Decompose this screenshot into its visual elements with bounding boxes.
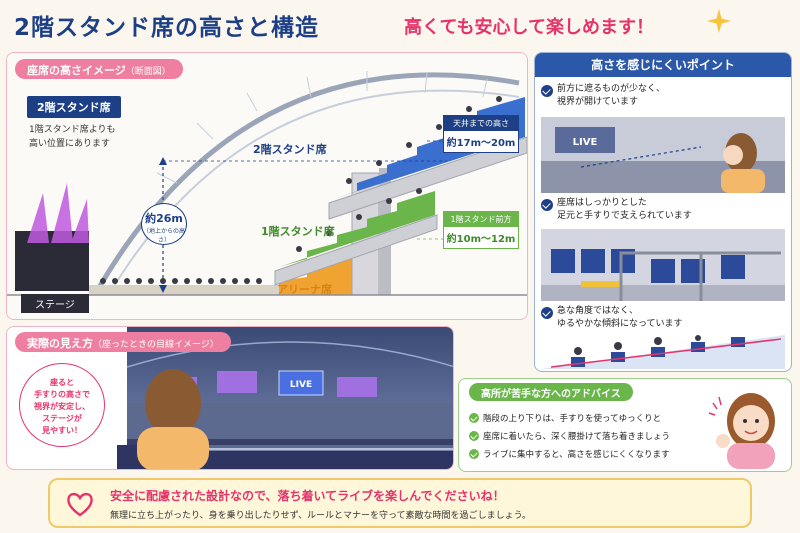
live-screen-text: LIVE xyxy=(290,380,312,390)
actual-view-panel: LIVE 実際の見え方（座ったときの目線イメージ） 座ると 手すりの高さで 視界… xyxy=(6,326,454,470)
point-item-2: 座席はしっかりとした 足元と手すりで支えられています xyxy=(557,198,692,221)
footer-main-text: 安全に配慮された設計なので、落ち着いてライブを楽しんでくださいね！ xyxy=(110,489,505,503)
handrail-illustration xyxy=(541,229,785,301)
guide-woman-illustration xyxy=(708,393,775,469)
lower-stand-seats xyxy=(279,191,435,267)
footer-sub-text: 無理に立ち上がったり、身を乗り出したりせず、ルールとマナーを守って素敵な時間を過… xyxy=(110,511,532,521)
view-speech-bubble: 座ると 手すりの高さで 視界が安定し、 ステージが 見やすい！ xyxy=(19,363,105,447)
live-screen xyxy=(278,370,324,396)
gentle-slope-illustration xyxy=(541,335,785,369)
seat-height-diagram: 座席の高さイメージ（断面図） 2階スタンド席 1階スタンド席よりも 高い位置にあ… xyxy=(6,52,528,320)
diagram-section-heading: 座席の高さイメージ（断面図） xyxy=(15,59,183,79)
page-title: 2階スタンド席の高さと構造 xyxy=(14,15,320,41)
view-section-heading: 実際の見え方（座ったときの目線イメージ） xyxy=(15,332,231,352)
upper-stand-caption: 1階スタンド席よりも 高い位置にあります xyxy=(29,125,116,149)
check-icon xyxy=(469,413,479,423)
upper-stand-tag: 2階スタンド席 xyxy=(27,96,121,118)
heart-icon xyxy=(67,492,93,517)
open-view-illustration: LIVE xyxy=(541,117,785,193)
front-height-box: 1階スタンド前方 約10m〜12m xyxy=(443,211,519,249)
height-badge: 約26m （地上からの高さ） xyxy=(141,203,187,245)
check-icon xyxy=(469,449,479,459)
points-heading: 高さを感じにくいポイント xyxy=(535,53,791,77)
points-screen-text: LIVE xyxy=(573,137,598,148)
point-item-1: 前方に遮るものが少なく、 視界が開けています xyxy=(557,84,666,107)
arena-label: アリーナ席 xyxy=(277,283,332,296)
advice-item-1: 階段の上り下りは、手すりを使ってゆっくりと xyxy=(483,414,662,424)
check-icon xyxy=(541,307,553,319)
advice-item-3: ライブに集中すると、高さを感じにくくなります xyxy=(483,450,670,460)
stadium-cross-section xyxy=(7,53,527,319)
check-icon xyxy=(469,431,479,441)
sparkle-icon xyxy=(707,9,731,33)
stage-label: ステージ xyxy=(21,294,89,313)
advice-heading: 高所が苦手な方へのアドバイス xyxy=(469,383,633,401)
page-subtitle: 高くても安心して楽しめます！ xyxy=(404,17,655,38)
arena-seats xyxy=(279,249,352,295)
upper-stand-label: 2階スタンド席 xyxy=(253,143,327,156)
advice-panel: 高所が苦手な方へのアドバイス 階段の上り下りは、手すりを使ってゆっくりと 座席に… xyxy=(458,378,792,472)
check-icon xyxy=(541,85,553,97)
point-item-3: 急な角度ではなく、 ゆるやかな傾斜になっています xyxy=(557,306,683,329)
footer-message: 安全に配慮された設計なので、落ち着いてライブを楽しんでくださいね！ 無理に立ち上… xyxy=(48,478,752,528)
lower-stand-label: 1階スタンド席 xyxy=(261,225,335,238)
advice-item-2: 座席に着いたら、深く腰掛けて落ち着きましょう xyxy=(483,432,671,442)
check-icon xyxy=(541,199,553,211)
points-panel: 高さを感じにくいポイント 前方に遮るものが少なく、 視界が開けています LIVE… xyxy=(534,52,792,372)
ceiling-height-box: 天井までの高さ 約17m〜20m xyxy=(443,115,519,153)
